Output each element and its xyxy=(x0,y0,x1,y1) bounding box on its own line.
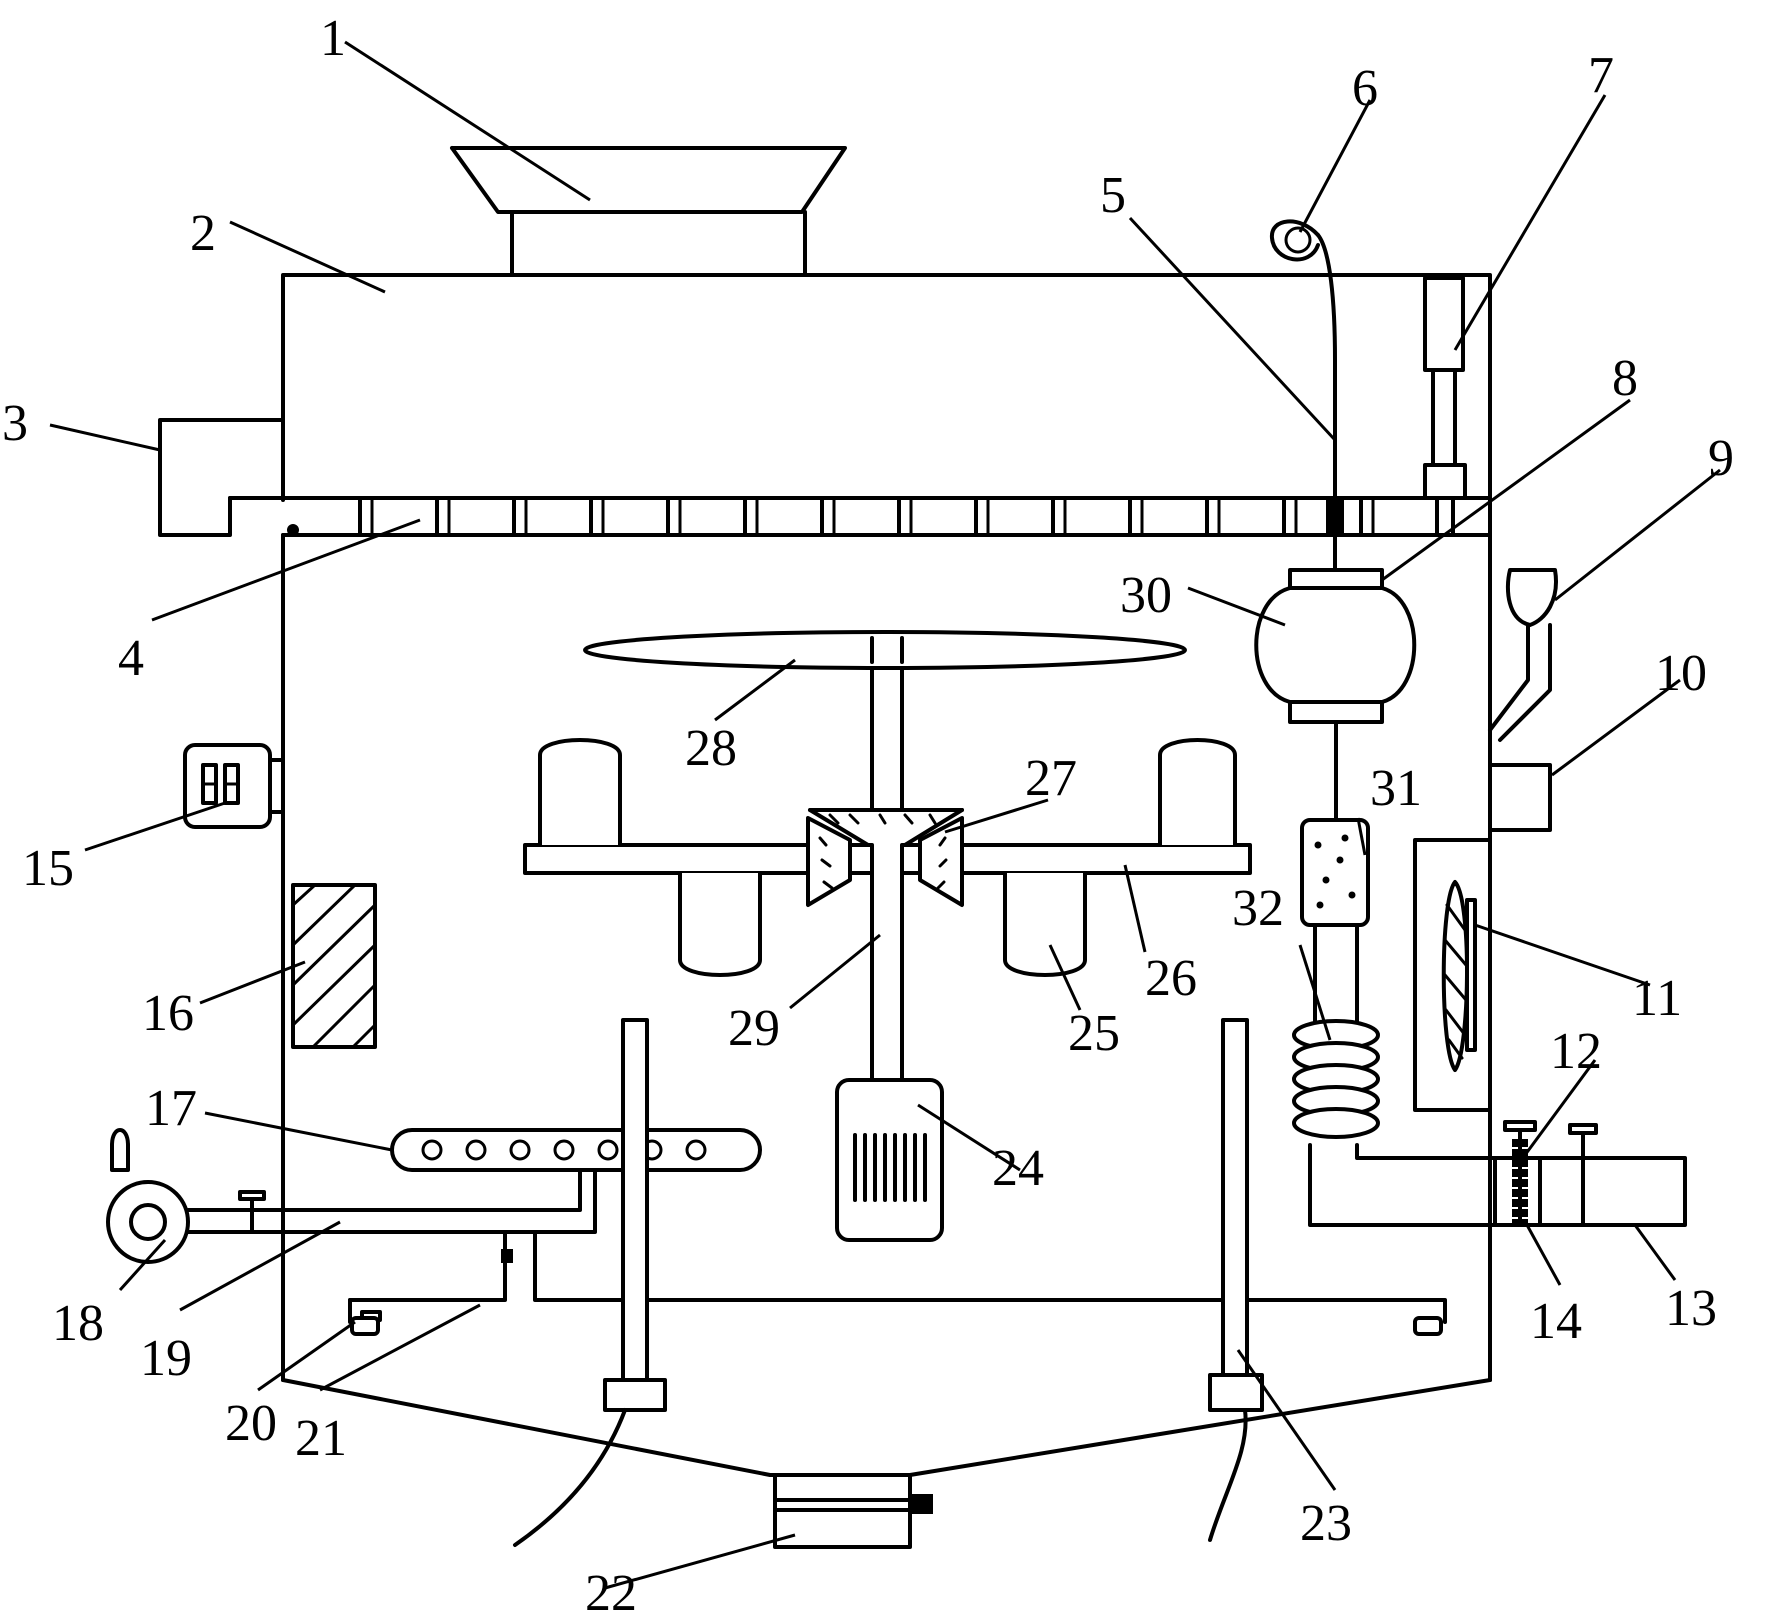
callout-21: 21 xyxy=(295,1410,347,1467)
push-cylinder xyxy=(1423,276,1467,537)
filter-cartridge xyxy=(1300,818,1370,927)
callout-2: 2 xyxy=(190,205,216,262)
callout-11: 11 xyxy=(1632,970,1682,1027)
filter-plate xyxy=(228,496,1492,537)
callout-16: 16 xyxy=(142,985,194,1042)
callout-8: 8 xyxy=(1612,350,1638,407)
callout-27: 27 xyxy=(1025,750,1077,807)
callout-23: 23 xyxy=(1300,1495,1352,1552)
callout-30: 30 xyxy=(1120,567,1172,624)
spreader-disc xyxy=(583,630,1187,670)
callout-12: 12 xyxy=(1550,1023,1602,1080)
fan-housing xyxy=(1413,838,1492,1112)
callout-20: 20 xyxy=(225,1395,277,1452)
support-rod-right xyxy=(1208,1018,1264,1542)
side-port xyxy=(1488,763,1552,832)
outlet-valve xyxy=(1493,1120,1687,1227)
callout-7: 7 xyxy=(1588,47,1614,104)
feed-hopper xyxy=(450,146,847,277)
callout-5: 5 xyxy=(1100,167,1126,224)
outlet-pipe xyxy=(1292,923,1497,1227)
callout-31: 31 xyxy=(1370,760,1422,817)
air-blower xyxy=(106,1128,190,1264)
callout-22: 22 xyxy=(585,1565,637,1615)
heater-block xyxy=(291,883,377,1049)
callout-18: 18 xyxy=(52,1295,104,1352)
callout-15: 15 xyxy=(22,840,74,897)
agitator-motor xyxy=(835,1078,944,1242)
callout-24: 24 xyxy=(992,1140,1044,1197)
callout-32: 32 xyxy=(1232,880,1284,937)
callout-6: 6 xyxy=(1352,60,1378,117)
air-pipe xyxy=(186,1168,597,1234)
callout-labels: 1 2 3 4 5 6 7 8 9 10 11 12 13 14 15 16 1… xyxy=(2,10,1734,1615)
spray-bar xyxy=(390,1128,762,1172)
control-panel xyxy=(183,743,285,829)
pump-body xyxy=(1254,568,1417,822)
callout-1: 1 xyxy=(320,10,346,67)
side-funnel xyxy=(1488,568,1558,742)
support-rod-left xyxy=(513,1018,667,1547)
callout-9: 9 xyxy=(1708,430,1734,487)
callout-3: 3 xyxy=(2,395,28,452)
discharge-valve xyxy=(773,1473,933,1549)
callout-13: 13 xyxy=(1665,1280,1717,1337)
callout-14: 14 xyxy=(1530,1293,1582,1350)
side-outlet xyxy=(158,418,285,537)
callout-29: 29 xyxy=(728,1000,780,1057)
callout-28: 28 xyxy=(685,720,737,777)
cable-assembly xyxy=(1270,219,1344,572)
bevel-gears xyxy=(806,808,964,912)
callout-19: 19 xyxy=(140,1330,192,1387)
callout-10: 10 xyxy=(1655,645,1707,702)
callout-4: 4 xyxy=(118,630,144,687)
callout-17: 17 xyxy=(145,1080,197,1137)
spray-rail xyxy=(348,1230,1447,1336)
callout-26: 26 xyxy=(1145,950,1197,1007)
callout-25: 25 xyxy=(1068,1005,1120,1062)
leader-lines xyxy=(49,40,1721,1590)
